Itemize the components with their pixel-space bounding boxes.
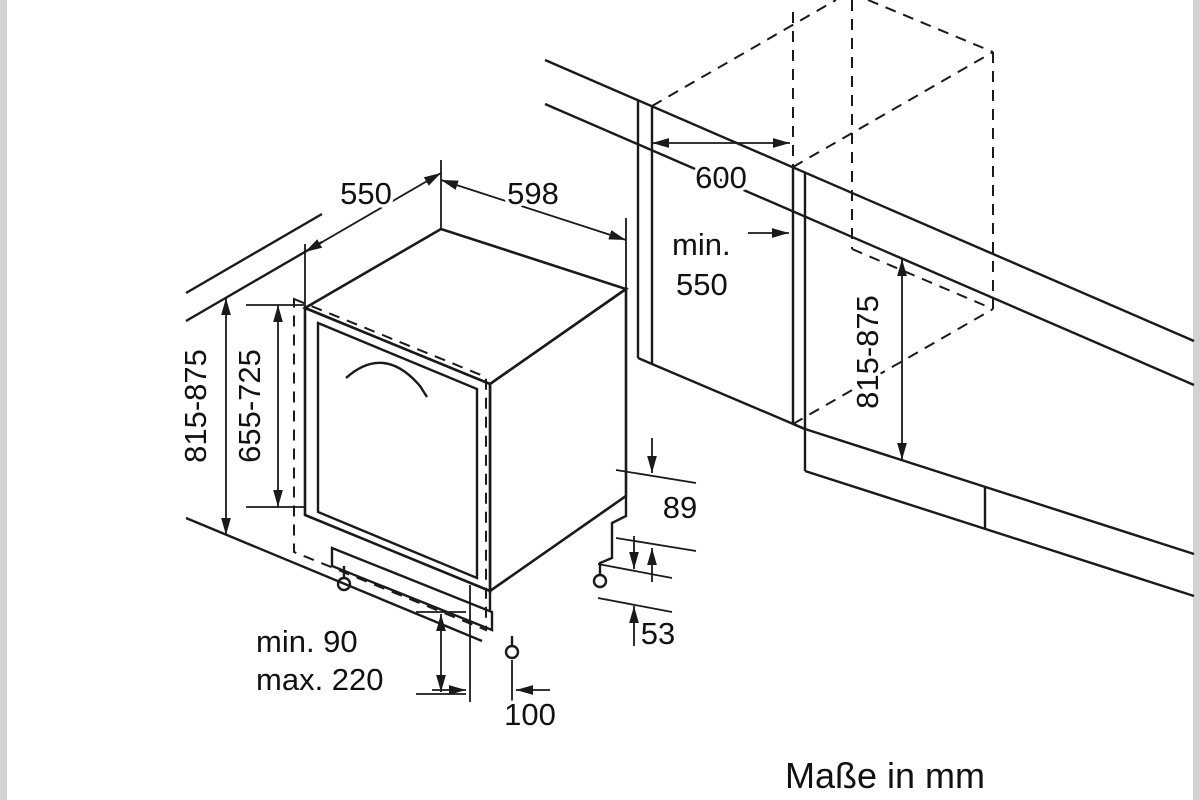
label-niche-height: 815-875 — [850, 295, 885, 409]
units-note: Maße in mm — [785, 755, 985, 796]
label-plinth-max: max. 220 — [256, 662, 384, 697]
niche-drawing — [544, 0, 1195, 598]
floor-left-line — [185, 516, 483, 643]
dimension-815-875-right: 815-875 — [847, 259, 907, 460]
dimension-598-width: 598 — [440, 173, 627, 289]
dimension-600-niche-width: 600 — [652, 138, 790, 199]
dimension-100-foot-setback: 100 — [432, 585, 559, 736]
dimension-53-foot: 53 — [597, 536, 679, 655]
label-width-598: 598 — [507, 176, 559, 211]
adjustable-feet — [336, 566, 608, 660]
dimension-655-725-door: 655-725 — [229, 304, 304, 508]
dimension-min-550-depth: min. 550 — [669, 224, 789, 306]
dishwasher-body — [293, 227, 629, 660]
worktop-left-lines — [185, 212, 323, 323]
label-niche-width-600: 600 — [695, 160, 747, 195]
furniture-panel-outline — [293, 297, 487, 632]
label-niche-depth-value: 550 — [676, 267, 728, 302]
label-setback-100: 100 — [504, 697, 556, 732]
label-plinth-min: min. 90 — [256, 624, 358, 659]
label-depth-550: 550 — [340, 176, 392, 211]
door-inner-frame — [316, 321, 479, 580]
dimension-550-depth: 550 — [304, 160, 442, 308]
label-foot-53: 53 — [641, 616, 675, 651]
plinth-board — [330, 546, 494, 632]
dimension-89-step: 89 — [615, 438, 701, 582]
label-step-89: 89 — [663, 490, 697, 525]
label-door-panel-height: 655-725 — [232, 349, 267, 463]
door-handle-icon — [345, 361, 429, 398]
niche-volume-dashed — [651, 0, 994, 425]
label-appliance-height: 815-875 — [178, 349, 213, 463]
label-niche-depth-min: min. — [672, 227, 731, 262]
dimension-815-875-left: 815-875 — [175, 298, 231, 535]
dimension-plinth-min-max: min. 90 max. 220 — [253, 611, 466, 701]
